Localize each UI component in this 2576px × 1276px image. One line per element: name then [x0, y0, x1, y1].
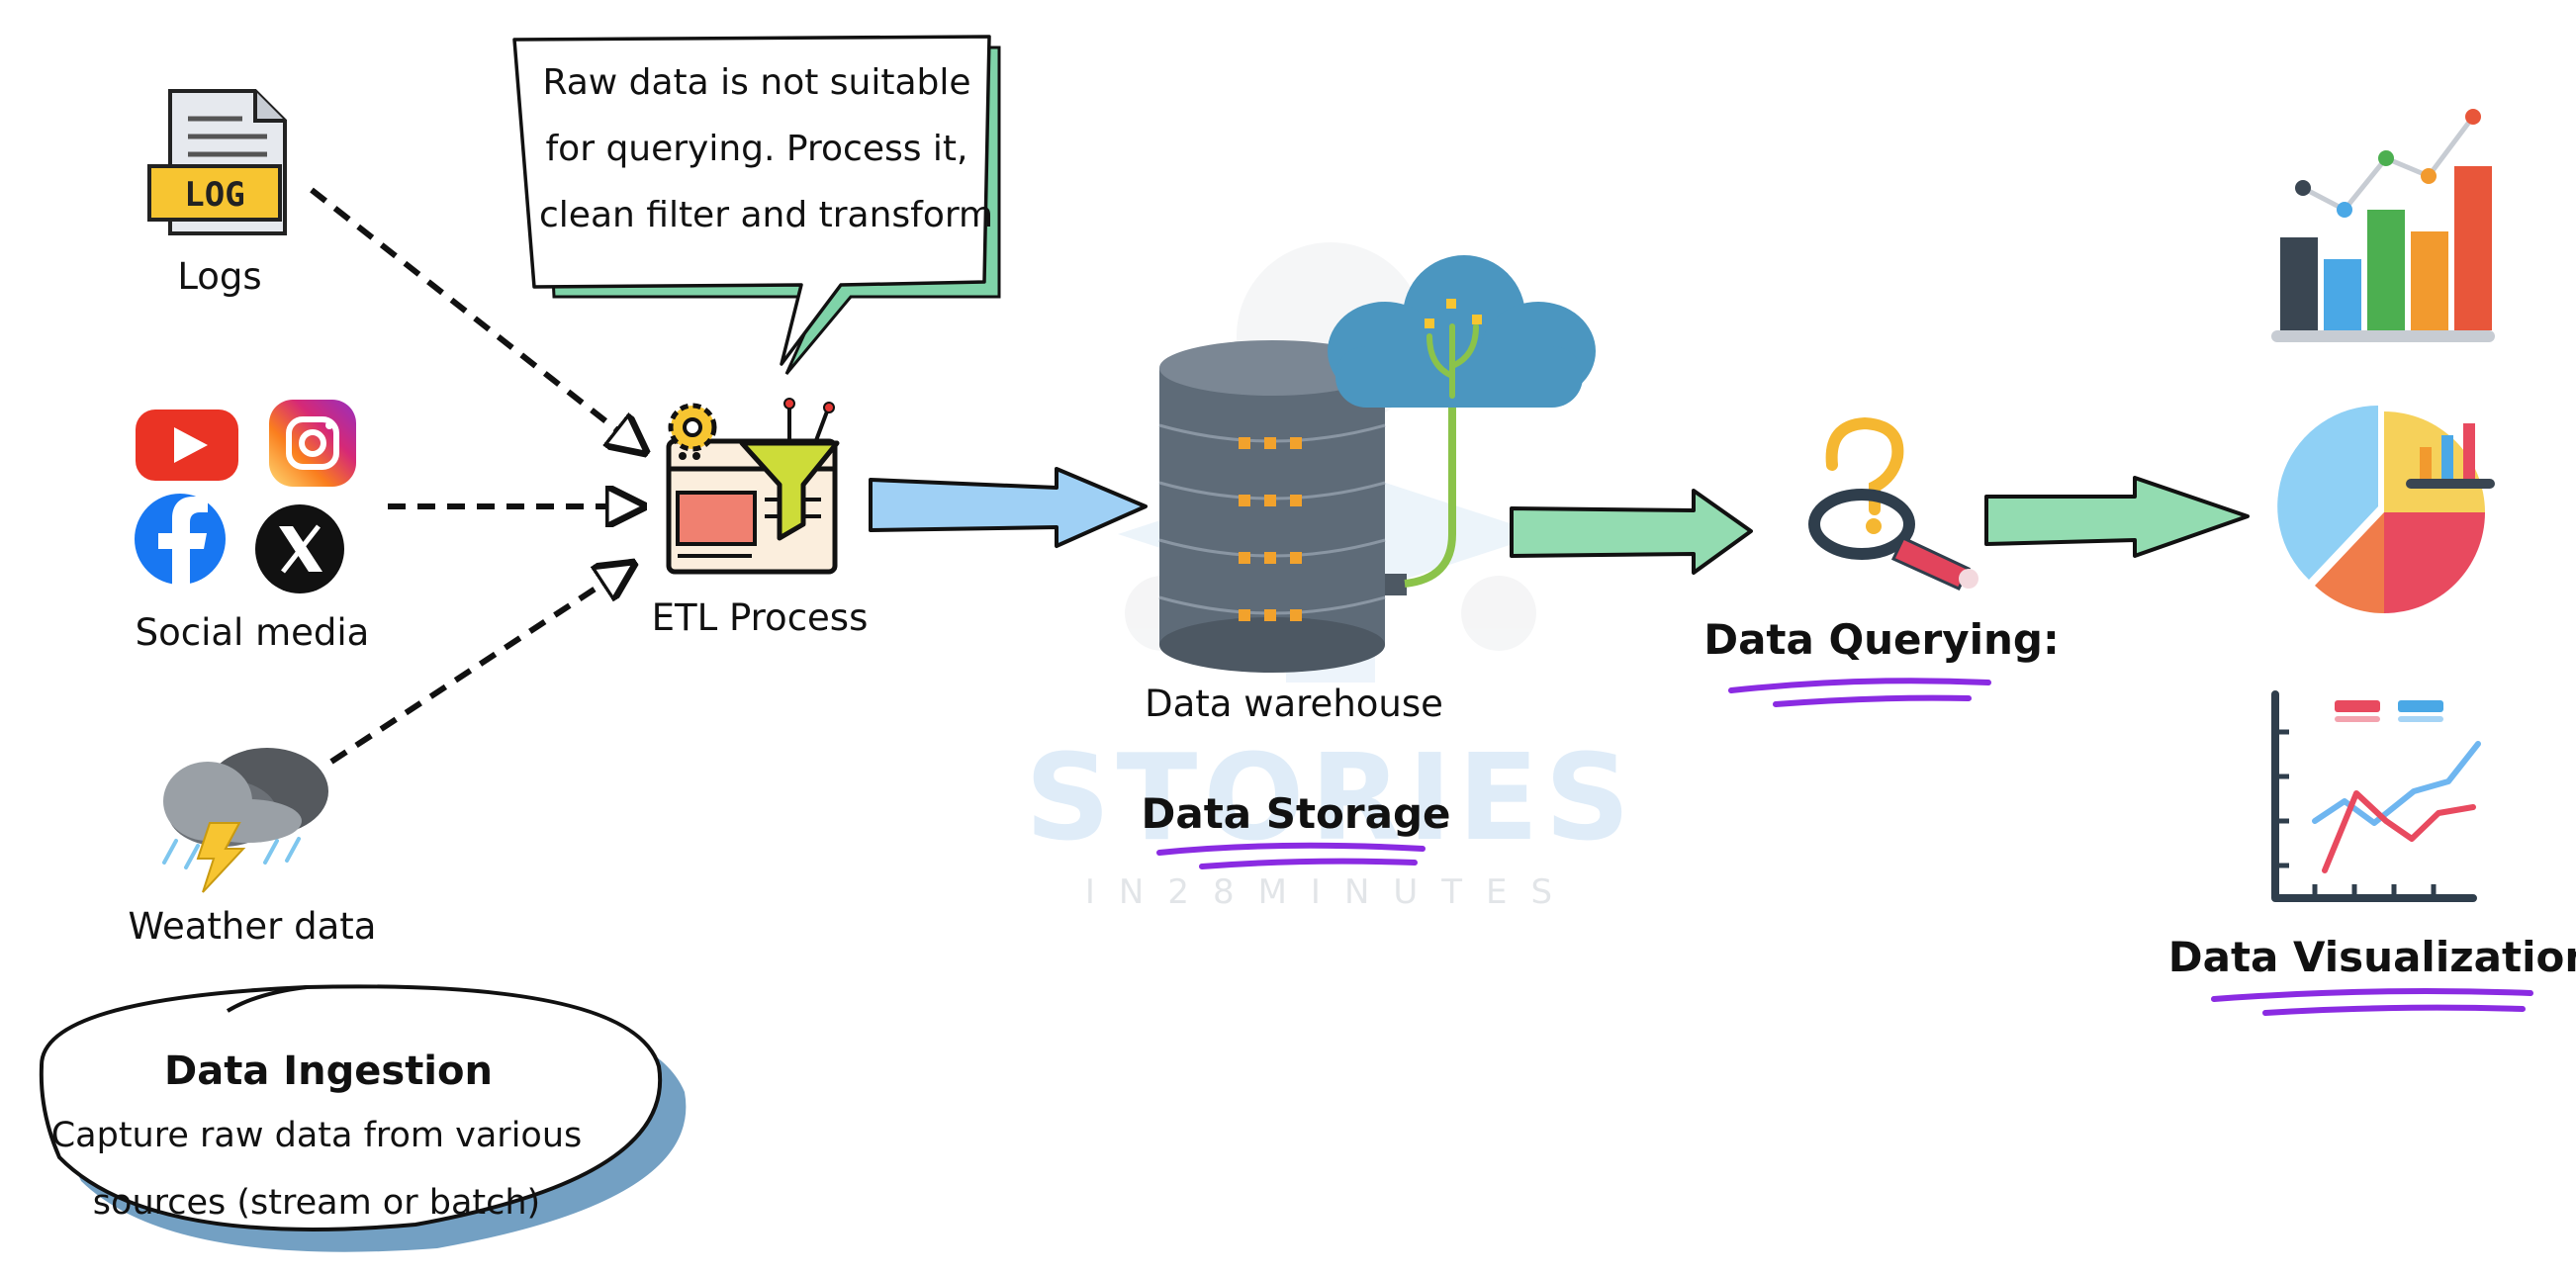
instagram-icon — [269, 400, 356, 487]
watermark-text: STORIES — [1025, 730, 1636, 867]
callout-line: clean filter and transform — [539, 195, 994, 235]
etl-process-label: ETL Process — [651, 596, 869, 639]
ingestion-bubble — [39, 984, 687, 1252]
magnifier-question-icon — [1808, 416, 1978, 591]
social-media-label: Social media — [135, 611, 370, 654]
callout-text: Raw data is not suitable for querying. P… — [539, 49, 994, 248]
arrow-query-to-visualization — [1984, 476, 2250, 558]
logs-label: Logs — [177, 255, 262, 298]
log-badge: LOG — [184, 175, 244, 215]
data-ingestion-title: Data Ingestion — [164, 1048, 493, 1094]
data-querying-title: Data Querying: — [1703, 615, 2060, 664]
data-visualization-title: Data Visualization — [2167, 933, 2576, 981]
callout-line: for querying. Process it, — [545, 129, 968, 169]
data-ingestion-line: Capture raw data from various — [50, 1116, 583, 1155]
data-storage-title: Data Storage — [1141, 789, 1451, 838]
line-chart-icon — [2271, 690, 2481, 902]
ingestion-arrows — [310, 187, 645, 765]
callout-bubble — [512, 35, 1001, 375]
data-ingestion-line: sources (stream or batch) — [92, 1183, 541, 1223]
arrow-storage-to-query — [1510, 489, 1753, 575]
callout-line: Raw data is not suitable — [542, 62, 971, 103]
x-twitter-icon — [255, 504, 344, 593]
watermark-subtext: IN28MINUTES — [1084, 872, 1577, 912]
data-warehouse-label: Data warehouse — [1145, 683, 1443, 725]
facebook-icon — [135, 494, 226, 585]
title-underlines — [1156, 678, 2533, 1016]
arrow-logs-to-etl — [310, 187, 645, 452]
youtube-icon — [136, 410, 238, 481]
arrow-etl-to-storage — [869, 467, 1148, 548]
etl-process-icon — [666, 398, 840, 575]
storm-cloud-icon — [162, 748, 328, 893]
pie-chart-icon — [2277, 406, 2495, 613]
bar-chart-icon — [2271, 109, 2495, 342]
log-file-icon: LOG — [147, 89, 287, 235]
arrow-weather-to-etl — [329, 564, 633, 765]
weather-data-label: Weather data — [128, 905, 377, 948]
database-server-icon — [1158, 340, 1407, 673]
cloud-icon — [1328, 255, 1596, 588]
